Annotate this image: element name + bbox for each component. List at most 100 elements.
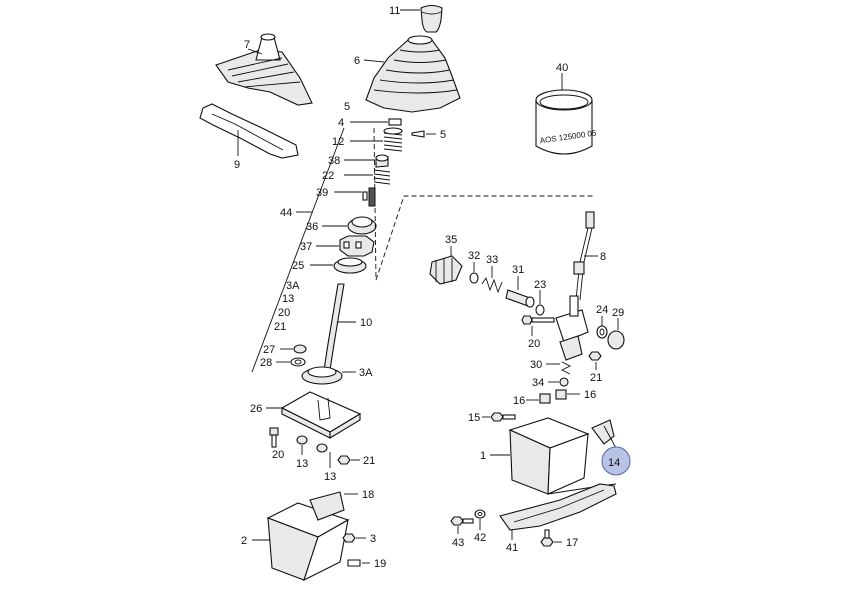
part-27-nut: [293, 344, 307, 354]
part-41-bracket: [499, 483, 617, 531]
part-33-spring: [481, 276, 503, 294]
part-16-buffer-a: [539, 393, 551, 404]
callout-19: 19: [374, 558, 386, 570]
callout-14-highlight[interactable]: [601, 446, 631, 476]
callout-43: 43: [452, 537, 464, 549]
callout-5a: 5: [344, 101, 350, 113]
callout-13-a: 13: [296, 458, 308, 470]
part-21-nut-left: [337, 455, 351, 465]
callout-39: 39: [316, 187, 328, 199]
callout-30: 30: [530, 359, 542, 371]
part-1-housing: [508, 417, 617, 495]
part-24-circlip: [596, 325, 608, 339]
callout-13-list: 13: [282, 293, 294, 305]
callout-3: 3: [370, 533, 376, 545]
callout-13-b: 13: [324, 471, 336, 483]
part-43-bolt: [450, 516, 474, 526]
part-13-bushing-b: [316, 443, 328, 453]
callout-17: 17: [566, 537, 578, 549]
part-3A-ball-joint: [301, 366, 343, 385]
callout-26: 26: [250, 403, 262, 415]
part-17-bolt: [540, 529, 554, 547]
callout-18: 18: [362, 489, 374, 501]
callout-32: 32: [468, 250, 480, 262]
part-4-cap: [388, 118, 402, 126]
part-21-nut-right: [588, 351, 602, 361]
part-38-bushing: [375, 154, 389, 168]
part-31-shaft: [505, 289, 535, 308]
callout-35: 35: [445, 234, 457, 246]
callout-8: 8: [600, 251, 606, 263]
callout-21-right: 21: [590, 372, 602, 384]
part-34-ball: [559, 377, 569, 387]
part-7-boot-cover: [215, 33, 313, 106]
part-39-pin: [362, 187, 376, 207]
part-20-bolt-left: [269, 427, 279, 448]
part-40-sleeve: AOS 125000 05: [535, 89, 597, 155]
callout-24: 24: [596, 304, 608, 316]
part-26-base-plate: [280, 391, 362, 439]
callout-25: 25: [292, 260, 304, 272]
callout-34: 34: [532, 377, 544, 389]
callout-6: 6: [354, 55, 360, 67]
part-23-ring: [535, 304, 545, 316]
part-2-housing: [266, 491, 350, 582]
part-28-washer: [290, 357, 306, 367]
part-22-spring: [373, 169, 391, 185]
part-16-buffer-b: [555, 389, 567, 400]
part-3-nut: [342, 533, 356, 543]
callout-42: 42: [474, 532, 486, 544]
callout-3A-list: 3A: [286, 280, 300, 292]
part-30-spring: [560, 361, 572, 375]
part-8-link-rod: [573, 211, 595, 301]
callout-14: 14: [608, 457, 620, 469]
part-9-trim-frame: [199, 103, 299, 159]
callout-11: 11: [389, 5, 400, 17]
callout-4: 4: [338, 117, 344, 129]
callout-31: 31: [512, 264, 524, 276]
callout-1: 1: [480, 450, 486, 462]
callout-9: 9: [234, 159, 240, 171]
callout-41: 41: [506, 542, 518, 554]
part-37-guide: [339, 235, 375, 257]
callout-5b: 5: [440, 129, 446, 141]
part-25-base: [333, 257, 367, 274]
part-29-cap: [607, 330, 625, 350]
callout-44: 44: [280, 207, 292, 219]
selector-bracket: [555, 295, 589, 361]
callout-40: 40: [556, 62, 568, 74]
part-12-spring: [383, 127, 403, 152]
part-35-gear: [429, 255, 463, 285]
part-15-bolt: [490, 412, 516, 422]
callout-16-b: 16: [584, 389, 596, 401]
part-5-screw: [411, 130, 425, 138]
callout-21-left: 21: [363, 455, 375, 467]
part-13-bushing-a: [296, 435, 308, 445]
callout-20-right: 20: [528, 338, 540, 350]
part-19-screw: [347, 559, 361, 567]
callout-36: 36: [306, 221, 318, 233]
part-6-bellows: [365, 35, 461, 113]
callout-7: 7: [244, 39, 250, 51]
callout-2: 2: [241, 535, 247, 547]
callout-20-left: 20: [272, 449, 284, 461]
callout-20-list: 20: [278, 307, 290, 319]
part-11-shift-knob: [420, 4, 443, 33]
part-36-ring: [347, 216, 377, 235]
part-20-bolt-right: [521, 315, 555, 325]
callout-12: 12: [332, 136, 344, 148]
callout-15: 15: [468, 412, 480, 424]
part-10-lever-rod: [323, 283, 345, 371]
callout-37: 37: [300, 241, 312, 253]
part-32-circlip: [469, 272, 479, 284]
part-42-washer: [474, 509, 486, 519]
callout-29: 29: [612, 307, 624, 319]
callout-38: 38: [328, 155, 340, 167]
callout-10: 10: [360, 317, 372, 329]
callout-28: 28: [260, 357, 272, 369]
callout-21-list: 21: [274, 321, 286, 333]
callout-3A: 3A: [359, 367, 373, 379]
callout-33: 33: [486, 254, 498, 266]
